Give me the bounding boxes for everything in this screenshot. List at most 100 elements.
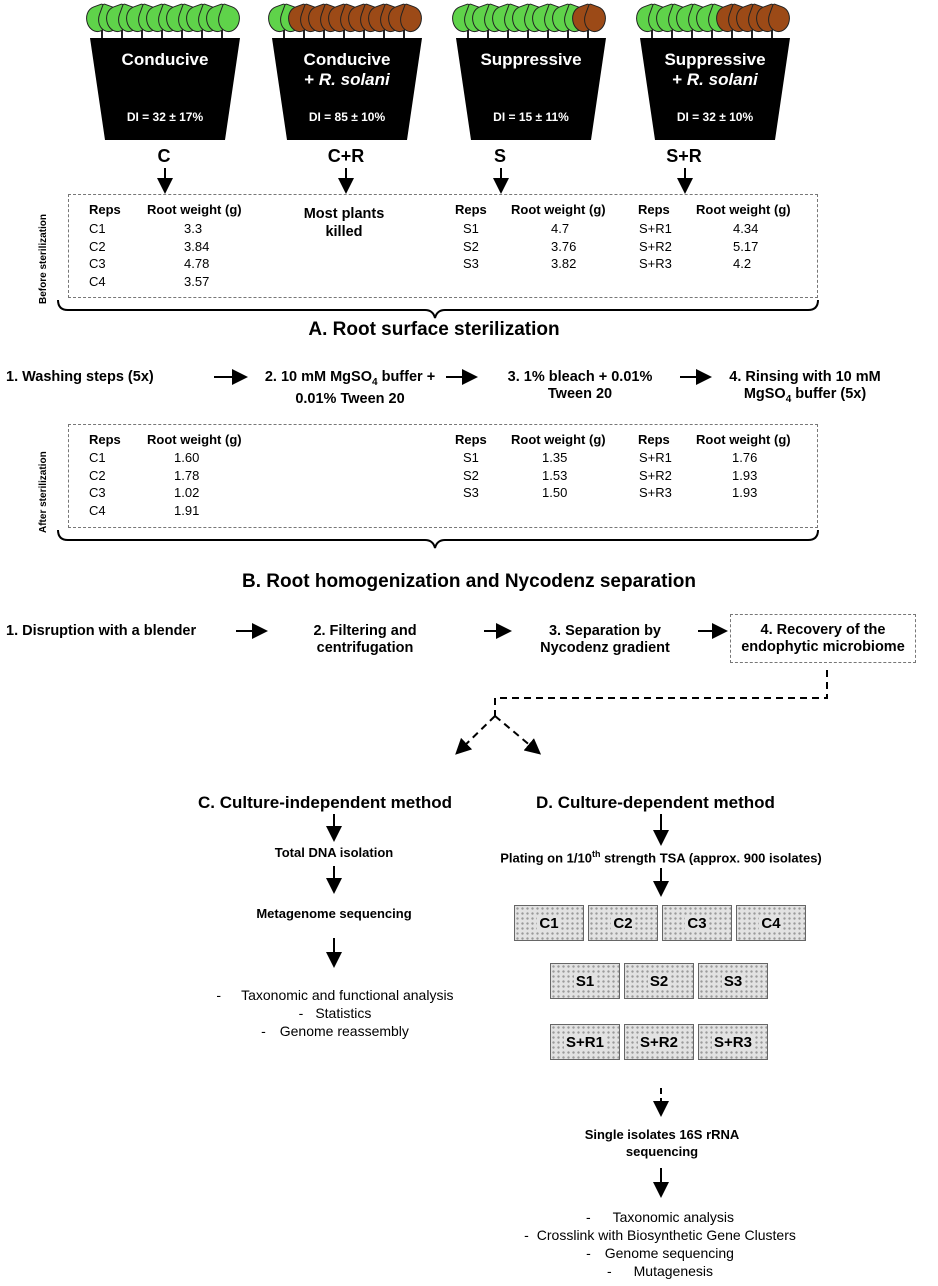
list-item: -Mutagenesis [606,1263,714,1279]
seedling-stem-icon [711,26,713,40]
table-cell-root-weight: 4.7 [551,221,570,236]
seedling-stem-icon [101,26,103,40]
table-cell-rep: S3 [463,256,479,271]
seedling-stem-icon [201,26,203,40]
homogenization-step-4: 4. Recovery of the endophytic microbiome [730,614,916,663]
curly-brace [57,299,819,319]
table-cell-root-weight: 4.2 [733,256,752,271]
plate-icon: C2 [588,905,658,941]
table-cell-root-weight: 1.78 [174,467,200,483]
plant-row [632,0,794,44]
after-sterilization-label: After sterilization [38,451,49,533]
seedling-stem-icon [283,26,285,40]
table-cell-root-weight: 4.78 [184,256,210,271]
table-cell-root-weight: 1.60 [174,450,200,465]
table-cell-root-weight: 3.57 [184,273,210,289]
seedling-stem-icon [383,26,385,40]
table-cell-rep: C2 [89,238,106,254]
table-cell-root-weight: 4.34 [733,221,759,236]
plate-icon: S1 [550,963,620,999]
table-cell-root-weight: 1.93 [732,485,758,500]
plate-label: S+R2 [638,1033,680,1051]
list-item: -Crosslink with Biosynthetic Gene Cluste… [524,1227,796,1243]
plant-row [264,0,426,44]
cr-note-line-2: killed [325,224,363,240]
single-isolate-sequencing: Single isolates 16S rRNA sequencing [584,1127,740,1159]
seedling-stem-icon [691,26,693,40]
table-cell-rep: C3 [89,485,106,500]
seedling-stem-icon [141,26,143,40]
table-cell-root-weight: 1.50 [542,485,568,500]
plate-icon: S2 [624,963,694,999]
table-cell-root-weight: 1.93 [732,467,758,483]
table-cell-rep: S2 [463,467,479,483]
table-cell-root-weight: 1.02 [174,485,200,500]
curly-brace [57,529,819,549]
disease-index: DI = 85 ± 10% [308,110,386,124]
table-cell-root-weight: 1.76 [732,450,758,465]
table-cell-root-weight: 1.53 [542,467,568,483]
table-cell-rep: S2 [463,238,479,254]
column-header-root-weight: Root weight (g) [147,202,242,217]
seedling-stem-icon [403,26,405,40]
cr-note: Most plants killed [274,205,414,241]
disease-index: DI = 32 ± 10% [676,110,754,124]
homogenization-step-2: 2. Filtering and centrifugation [313,623,417,656]
list-item: -Genome reassembly [261,1023,409,1039]
before-sterilization-table [68,194,818,298]
treatment-code-sr: S+R [666,146,702,166]
table-cell-root-weight: 1.91 [174,502,200,518]
after-sterilization-table [68,424,818,528]
table-cell-rep: C1 [89,450,106,465]
plate-label: S2 [647,972,671,990]
pot-title: Suppressive [480,50,582,69]
pot-title: Suppressive [664,50,766,69]
column-header-root-weight: Root weight (g) [511,202,606,217]
table-cell-rep: S+R3 [639,256,672,271]
metagenome-sequencing: Metagenome sequencing [256,906,412,921]
section-a-title: A. Root surface sterilization [308,319,560,340]
column-header-reps: Reps [638,432,670,447]
table-cell-root-weight: 3.3 [184,221,203,236]
sterilization-step-1: 1. Washing steps (5x) [6,369,154,385]
column-header-root-weight: Root weight (g) [696,202,791,217]
table-cell-rep: S1 [463,221,479,236]
table-cell-root-weight: 3.76 [551,238,577,254]
pot-icon: Conducive DI = 32 ± 17% [90,38,240,140]
plate-label: C4 [759,914,783,932]
seedling-stem-icon [487,26,489,40]
table-cell-rep: C3 [89,256,106,271]
column-header-reps: Reps [455,432,487,447]
plate-icon: S+R2 [624,1024,694,1060]
list-item: -Taxonomic analysis [585,1209,735,1225]
seedling-stem-icon [323,26,325,40]
plate-label: S3 [721,972,745,990]
plate-icon: C1 [514,905,584,941]
disease-index: DI = 15 ± 11% [493,110,569,124]
column-header-reps: Reps [638,202,670,217]
plant-row [82,0,244,44]
seedling-stem-icon [547,26,549,40]
plate-icon: C3 [662,905,732,941]
seedling-stem-icon [467,26,469,40]
culture-independent-results: -Taxonomic and functional analysis -Stat… [190,986,480,1040]
table-cell-rep: S+R3 [639,485,672,500]
homogenization-step-1: 1. Disruption with a blender [6,623,197,639]
table-cell-rep: C4 [89,502,106,518]
table-cell-rep: S+R1 [639,221,672,236]
pot-icon: Conducive + R. solani DI = 85 ± 10% [272,38,422,140]
seedling-stem-icon [751,26,753,40]
dashed-connector [494,670,828,716]
pot-icon: Suppressive DI = 15 ± 11% [456,38,606,140]
plate-icon: S3 [698,963,768,999]
plate-label: C3 [685,914,709,932]
seedling-stem-icon [567,26,569,40]
plate-label: S+R1 [564,1033,606,1051]
sterilization-step-3: 3. 1% bleach + 0.01% Tween 20 [507,369,653,402]
pot-icon: Suppressive + R. solani DI = 32 ± 10% [640,38,790,140]
treatment-code-cr: C+R [327,146,365,166]
table-cell-rep: S+R2 [639,238,672,254]
plate-label: C2 [611,914,635,932]
section-d-title: D. Culture-dependent method [536,793,775,812]
